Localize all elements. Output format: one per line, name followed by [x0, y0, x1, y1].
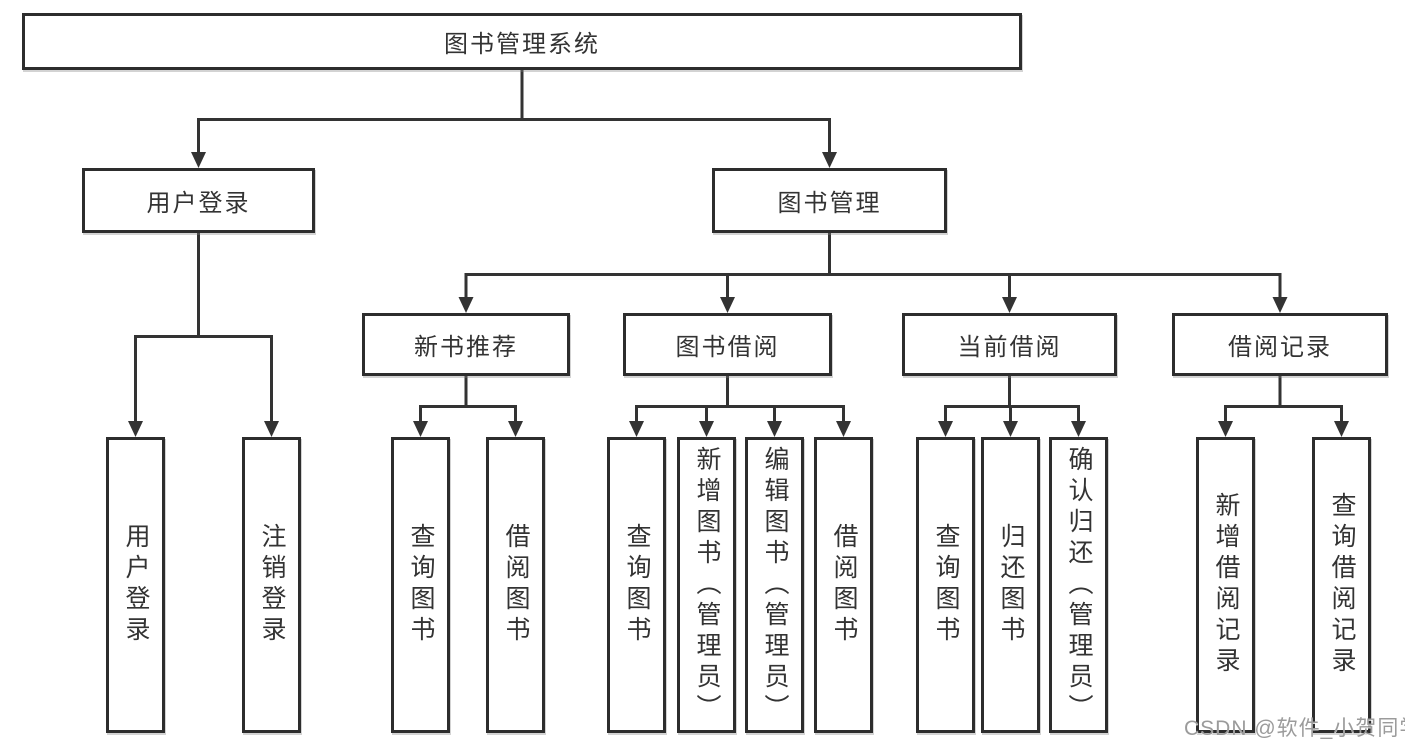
leaf-borrow-books-recommend: 借阅图书	[486, 437, 545, 733]
node-current-borrowing: 当前借阅	[902, 313, 1117, 376]
node-label: 查询图书	[932, 523, 960, 647]
node-book-management-module: 图书管理	[712, 168, 947, 233]
node-label: 图书管理系统	[444, 31, 600, 58]
leaf-return-books: 归还图书	[981, 437, 1040, 733]
node-label: 借阅图书	[502, 523, 530, 647]
leaf-add-borrow-record: 新增借阅记录	[1196, 437, 1255, 733]
node-user-login-module: 用户登录	[82, 168, 315, 233]
leaf-confirm-return-admin: 确认归还（管理员）	[1049, 437, 1108, 733]
node-label: 新增借阅记录	[1212, 492, 1240, 678]
node-label: 新增图书（管理员）	[693, 445, 721, 725]
node-label: 注销登录	[258, 523, 286, 647]
leaf-edit-books-admin: 编辑图书（管理员）	[745, 437, 804, 733]
leaf-add-books-admin: 新增图书（管理员）	[677, 437, 736, 733]
node-label: 查询借阅记录	[1328, 492, 1356, 678]
node-label: 查询图书	[623, 523, 651, 647]
node-label: 确认归还（管理员）	[1065, 445, 1093, 725]
leaf-search-books-current: 查询图书	[916, 437, 975, 733]
node-label: 借阅记录	[1228, 334, 1332, 361]
node-book-borrowing: 图书借阅	[623, 313, 832, 376]
node-label: 图书管理	[777, 190, 882, 217]
node-label: 图书借阅	[675, 334, 780, 361]
node-label: 查询图书	[407, 523, 435, 647]
node-label: 用户登录	[122, 523, 150, 647]
node-label: 新书推荐	[414, 334, 518, 361]
leaf-user-login: 用户登录	[106, 437, 165, 733]
node-label: 当前借阅	[957, 334, 1062, 361]
node-label: 归还图书	[997, 523, 1025, 647]
node-label: 用户登录	[146, 190, 251, 217]
node-library-management-system: 图书管理系统	[22, 13, 1022, 70]
leaf-logout: 注销登录	[242, 437, 301, 733]
node-label: 编辑图书（管理员）	[761, 445, 789, 725]
node-borrowing-records: 借阅记录	[1172, 313, 1388, 376]
node-new-book-recommend: 新书推荐	[362, 313, 570, 376]
leaf-search-books-borrowing: 查询图书	[607, 437, 666, 733]
csdn-watermark: CSDN @软件_小贺同学	[1184, 717, 1405, 740]
node-label: 借阅图书	[830, 523, 858, 647]
leaf-search-borrow-record: 查询借阅记录	[1312, 437, 1371, 733]
leaf-borrow-books: 借阅图书	[814, 437, 873, 733]
leaf-search-books-recommend: 查询图书	[391, 437, 450, 733]
